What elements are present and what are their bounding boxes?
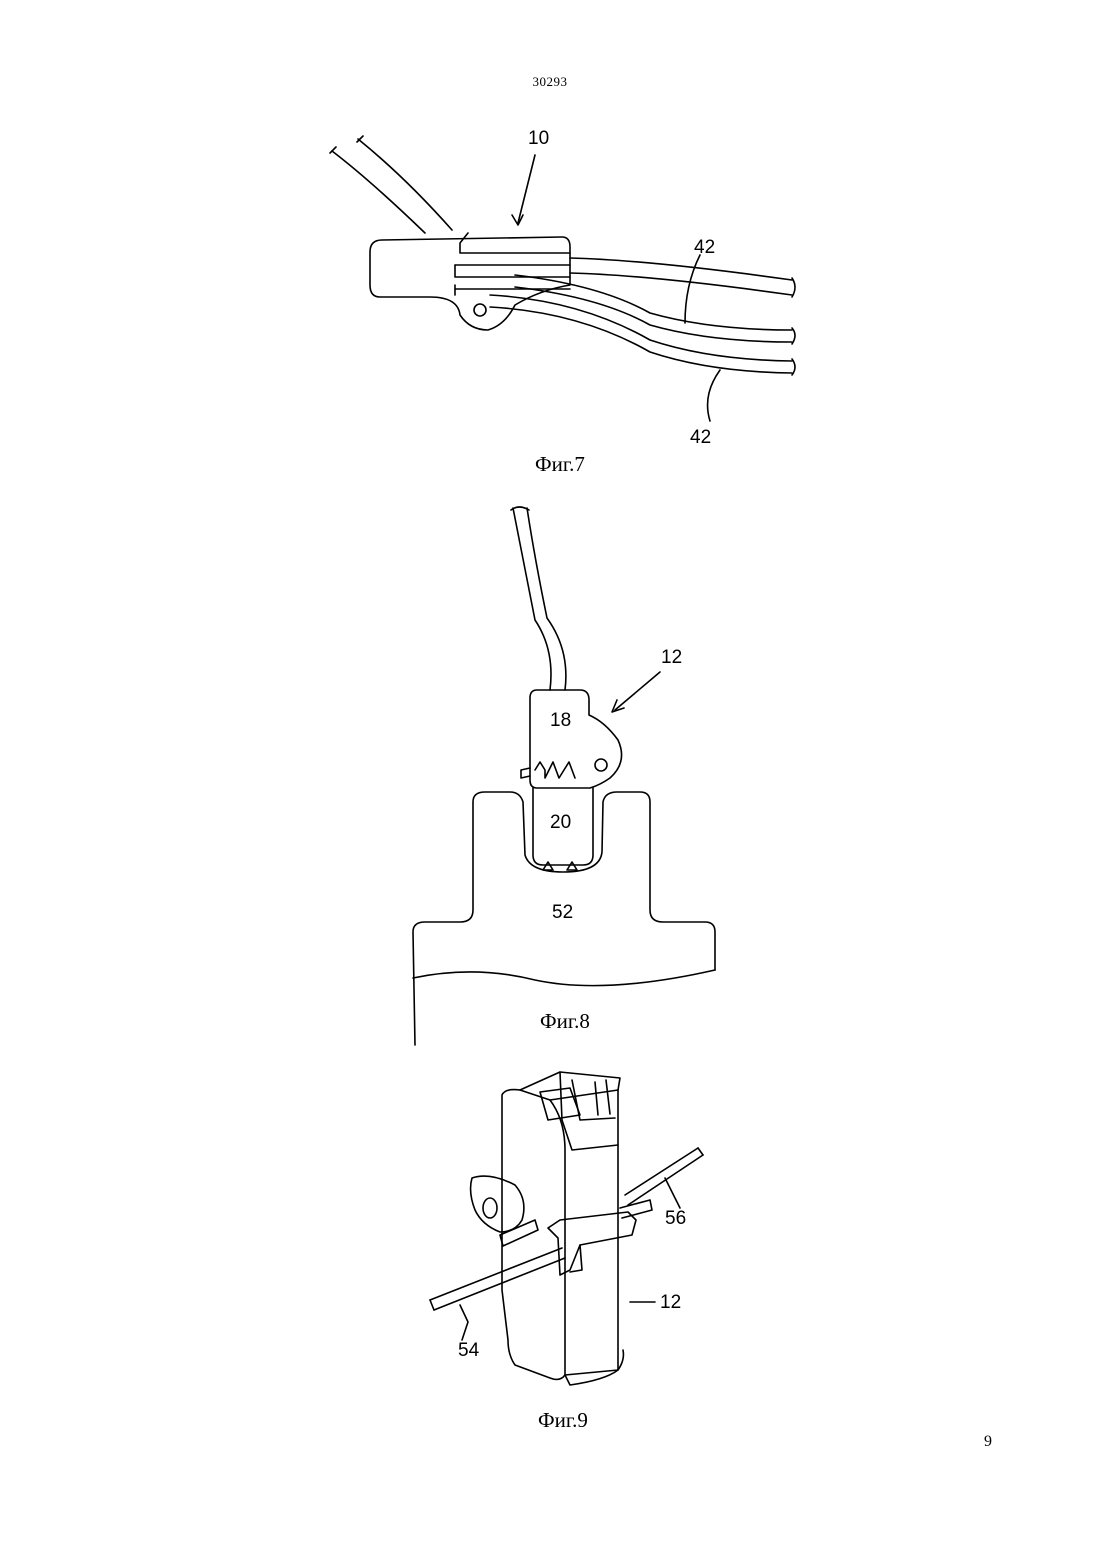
fig9-rod-56: [625, 1148, 698, 1195]
fig7-wire-a: [332, 151, 425, 233]
fig7-clip-body: [370, 237, 570, 330]
fig7-label-42-upper: 42: [694, 237, 715, 259]
fig9-latch: [548, 1212, 636, 1275]
fig8-label-52: 52: [552, 902, 573, 924]
figure-8-drawing: [405, 500, 720, 1045]
figure-9: 56 12 54 Фиг.9: [420, 1060, 710, 1440]
page-number: 9: [984, 1433, 992, 1451]
figure-9-drawing: [420, 1060, 710, 1440]
fig7-label-10: 10: [528, 128, 549, 150]
fig9-label-54: 54: [458, 1340, 479, 1362]
fig7-caption: Фиг.7: [535, 452, 585, 477]
fig8-caption: Фиг.8: [540, 1009, 590, 1034]
figure-7-drawing: [330, 125, 800, 480]
fig7-wire-42b-top: [515, 275, 792, 330]
fig8-part-18: [530, 690, 622, 788]
fig7-label-42-lower: 42: [690, 427, 711, 449]
fig7-hole: [474, 304, 486, 316]
fig8-label-12: 12: [661, 647, 682, 669]
fig9-rod-54: [430, 1248, 562, 1300]
figure-8: 12 18 20 52 Фиг.8: [405, 500, 720, 1045]
document-number: 30293: [0, 74, 1100, 90]
fig9-housing-front: [550, 1090, 618, 1375]
fig7-wire-42a-top: [570, 258, 792, 280]
fig8-label-20: 20: [550, 812, 571, 834]
figure-7: 10 42 42 Фиг.7: [330, 125, 800, 480]
fig9-caption: Фиг.9: [538, 1408, 588, 1433]
fig9-label-12: 12: [660, 1292, 681, 1314]
fig8-label-18: 18: [550, 710, 571, 732]
fig9-label-56: 56: [665, 1208, 686, 1230]
